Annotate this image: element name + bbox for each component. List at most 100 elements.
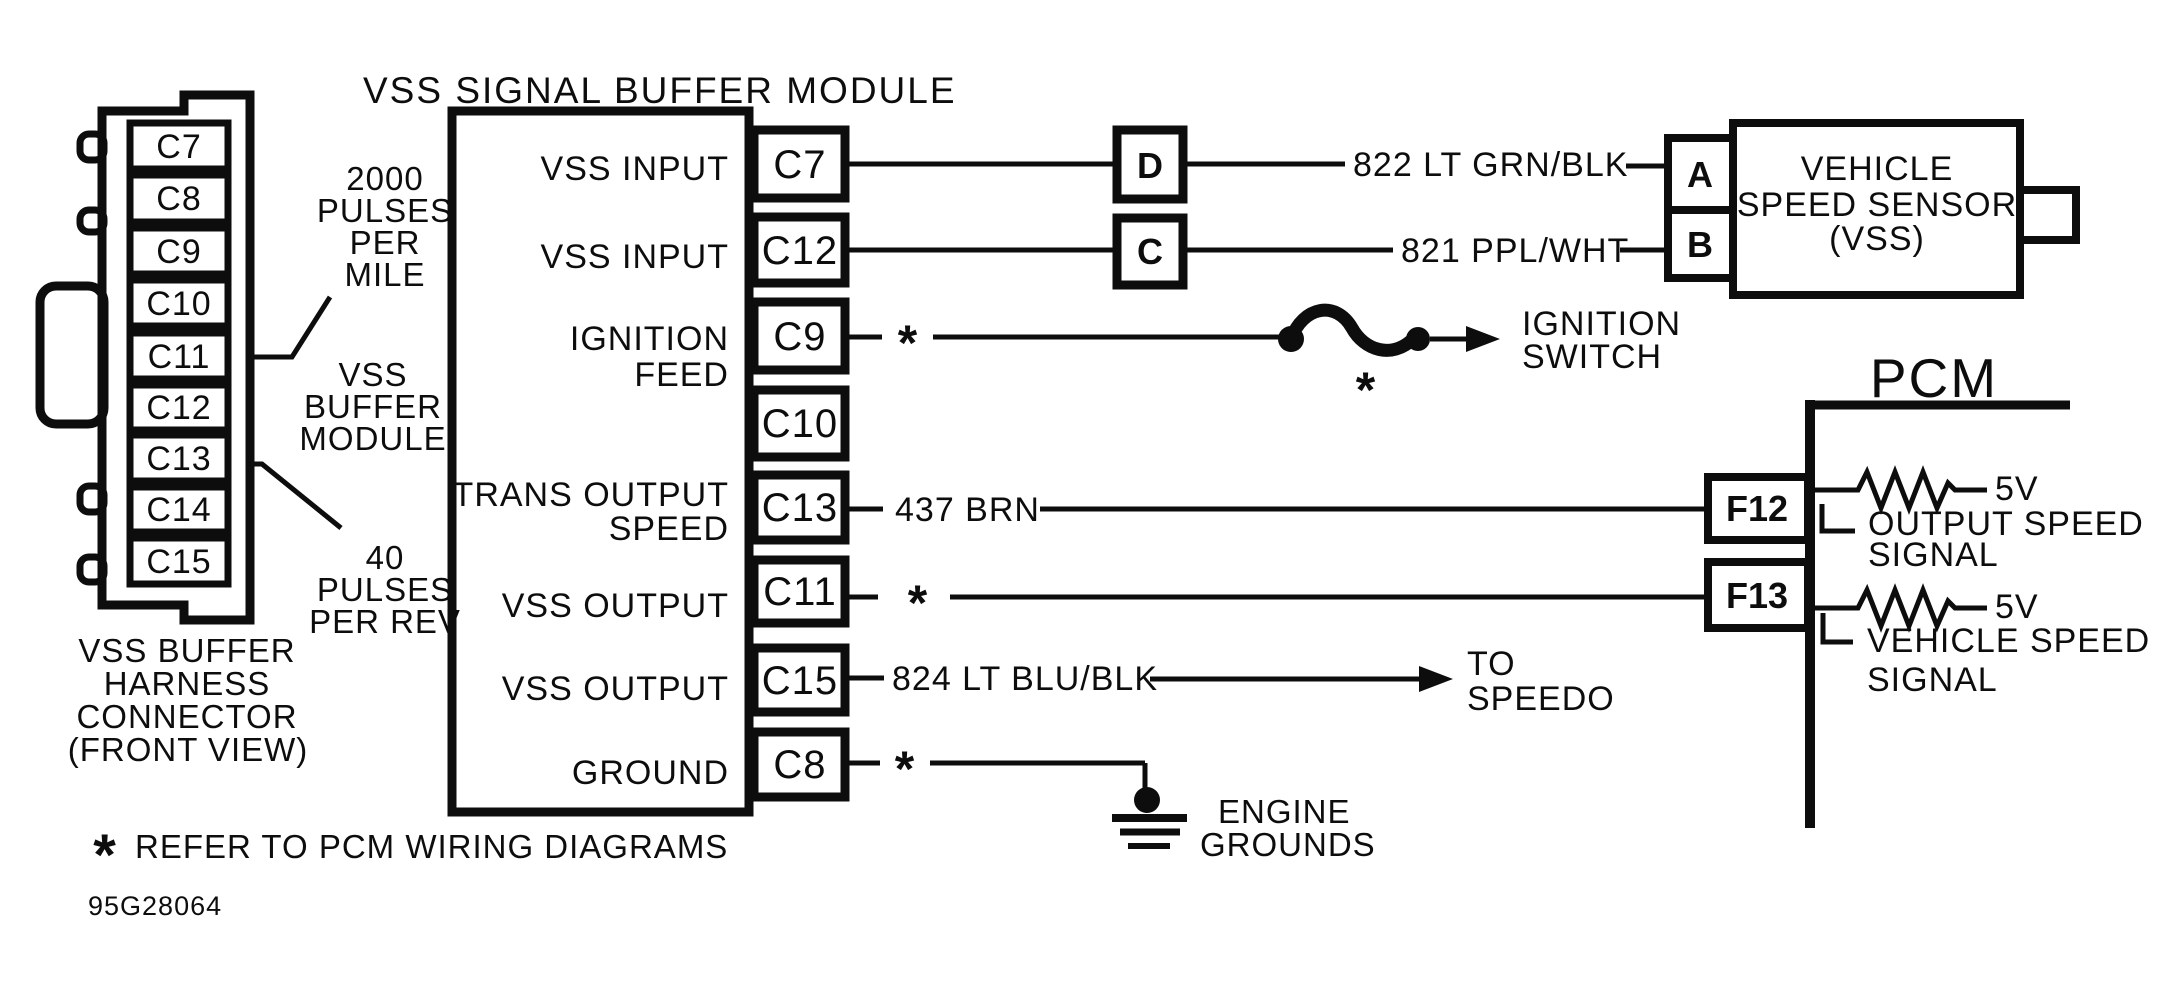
ignition-feed-row: * * IGNITION SWITCH [845, 303, 1681, 418]
module-row-label: GROUND [572, 754, 729, 792]
signal-label: VEHICLE SPEED [1867, 622, 2150, 660]
resistor-icon [1815, 583, 1987, 633]
harness-pin-box-c14 [126, 483, 232, 536]
harness-pin-box-c8 [126, 171, 232, 226]
destination-label: SPEEDO [1467, 680, 1615, 718]
connector-clip-icon [76, 553, 108, 586]
module-pin-label: C7 [773, 143, 826, 187]
module-row-label: VSS OUTPUT [502, 670, 729, 708]
destination-label: ENGINE [1218, 793, 1351, 830]
ground-row: * ENGINE GROUNDS [845, 741, 1376, 863]
footnote: * REFER TO PCM WIRING DIAGRAMS 95G28064 [88, 823, 728, 921]
sensor-pin-label: A [1687, 154, 1713, 195]
note-line: PULSES [317, 571, 453, 608]
resistor-icon [1815, 465, 1987, 515]
arrow-right-icon [1466, 326, 1500, 352]
note-vss-buffer-module: VSS BUFFER MODULE [299, 356, 445, 457]
wire-label: 824 LT BLU/BLK [892, 660, 1158, 698]
harness-pin-box-c11 [126, 329, 232, 383]
voltage-label: 5V [1995, 470, 2039, 508]
module-pin-label: C12 [762, 229, 838, 273]
module-pin-label: C13 [762, 486, 838, 530]
module-pin-box-c10 [749, 385, 850, 462]
pcm-pin-label: F12 [1726, 488, 1788, 529]
module-pin-label: C8 [773, 743, 826, 787]
module-pin-label: C10 [762, 402, 838, 446]
module-pin-label: C11 [763, 570, 836, 614]
pcm-pin-box-f13 [1704, 558, 1812, 632]
caption-line: CONNECTOR [76, 698, 297, 735]
vss-output-speedo-row: 824 LT BLU/BLK TO SPEEDO [845, 645, 1615, 718]
footnote-asterisk: * [895, 741, 915, 797]
note-line: BUFFER [304, 388, 442, 425]
caption-line: VSS BUFFER [78, 632, 295, 669]
destination-label: GROUNDS [1200, 826, 1376, 863]
module-row-label: TRANS OUTPUT [453, 476, 729, 514]
splice-dot [1406, 327, 1430, 351]
figure-number: 95G28064 [88, 891, 222, 921]
wire-label: 822 LT GRN/BLK [1353, 146, 1628, 184]
note-line: PER [350, 224, 421, 261]
harness-connector: C7 C8 C9 C10 C11 C12 C13 C14 C15 2000 PU… [35, 90, 461, 768]
harness-pin-label: C10 [146, 285, 211, 323]
note-line: 40 [366, 539, 405, 576]
footnote-text: REFER TO PCM WIRING DIAGRAMS [135, 828, 728, 865]
destination-label: SWITCH [1522, 338, 1662, 376]
vehicle-speed-sensor: A B VEHICLE SPEED SENSOR (VSS) [1664, 119, 2080, 299]
harness-connector-caption: VSS BUFFER HARNESS CONNECTOR (FRONT VIEW… [68, 632, 308, 768]
harness-pin-label: C14 [146, 491, 211, 529]
signal-label: SIGNAL [1868, 536, 1999, 574]
signal-bracket [1819, 504, 1855, 534]
note-line: PER REV [309, 603, 461, 640]
harness-pin-box-c10 [126, 276, 232, 330]
pcm-section: PCM F12 5V OUTPUT SPEED SIGNAL F13 5V VE… [1704, 347, 2150, 828]
wire-821-row: C 821 PPL/WHT [845, 213, 1668, 290]
signal-label: OUTPUT SPEED [1868, 505, 2144, 543]
note-line: PULSES [317, 192, 453, 229]
signal-bracket [1820, 613, 1853, 645]
harness-pin-label: C12 [146, 389, 211, 427]
harness-pin-label: C7 [156, 128, 201, 166]
leader-line [250, 461, 343, 530]
vss-output-pcm-row: * [845, 575, 1708, 631]
connector-lock-tab-icon [35, 281, 109, 429]
connector-clip-icon [76, 482, 108, 516]
harness-pin-box-c13 [126, 431, 232, 485]
harness-pin-label: C9 [156, 233, 201, 271]
pcm-pin-box-f12 [1704, 473, 1812, 544]
module-title: VSS SIGNAL BUFFER MODULE [363, 70, 957, 111]
harness-pin-box-c9 [126, 224, 232, 278]
wire-822-row: D 822 LT GRN/BLK [845, 125, 1668, 204]
wire-label: 437 BRN [895, 491, 1040, 529]
destination-label: IGNITION [1522, 305, 1681, 343]
arrow-right-icon [1419, 666, 1453, 692]
module-row-label: IGNITION [570, 320, 729, 358]
harness-pin-label: C11 [148, 338, 211, 376]
sensor-name-line: VEHICLE [1801, 150, 1954, 188]
module-row-label: SPEED [609, 510, 729, 548]
voltage-label: 5V [1995, 588, 2039, 626]
harness-pin-box-c15 [126, 534, 232, 588]
harness-pin-label: C15 [146, 543, 211, 581]
vss-signal-buffer-module: VSS SIGNAL BUFFER MODULE C7 C12 C9 C10 C… [363, 70, 957, 817]
module-pin-label: C9 [773, 315, 826, 359]
footnote-asterisk: * [93, 823, 117, 888]
sensor-tab-icon [2016, 186, 2080, 244]
wire-label: 821 PPL/WHT [1401, 232, 1629, 270]
leader-line [250, 295, 333, 360]
module-outline [447, 106, 754, 817]
signal-label: SIGNAL [1867, 661, 1998, 699]
note-40-pulses-per-rev: 40 PULSES PER REV [309, 539, 461, 640]
ground-icon [1112, 814, 1187, 849]
caption-line: HARNESS [104, 665, 271, 702]
footnote-asterisk: * [898, 315, 918, 371]
connector-clip-icon [76, 130, 108, 164]
harness-pin-box-c12 [126, 381, 232, 434]
junction-label: D [1137, 145, 1163, 186]
splice-dot [1134, 787, 1160, 813]
sensor-name-line: SPEED SENSOR [1737, 186, 2017, 224]
pcm-pin-label: F13 [1726, 575, 1788, 616]
note-line: VSS [338, 356, 407, 393]
footnote-asterisk: * [1356, 362, 1376, 418]
